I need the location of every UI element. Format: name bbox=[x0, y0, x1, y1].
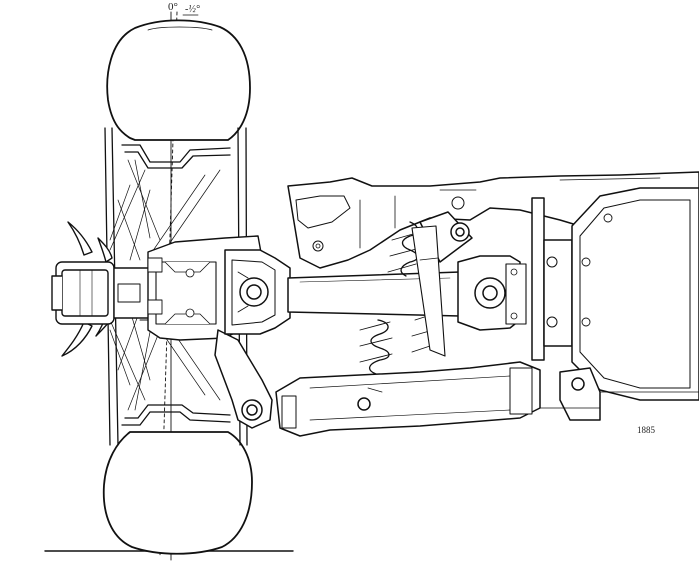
lower-wishbone-icon bbox=[214, 329, 273, 429]
universal-joint-outer-icon bbox=[224, 249, 291, 335]
radius-arm-icon bbox=[275, 361, 541, 437]
angle-zero-label: 0° bbox=[168, 1, 178, 13]
tyre-upper-icon bbox=[106, 19, 251, 141]
wheel-hub-icon bbox=[51, 261, 150, 325]
figure-reference-number: 1885 bbox=[637, 425, 655, 435]
tyre-lower-icon bbox=[102, 431, 253, 555]
universal-joint-inner-icon bbox=[457, 255, 527, 331]
camber-angle-label: -½° bbox=[185, 4, 200, 15]
telescopic-damper-icon bbox=[411, 211, 473, 357]
differential-housing-icon bbox=[531, 187, 699, 421]
